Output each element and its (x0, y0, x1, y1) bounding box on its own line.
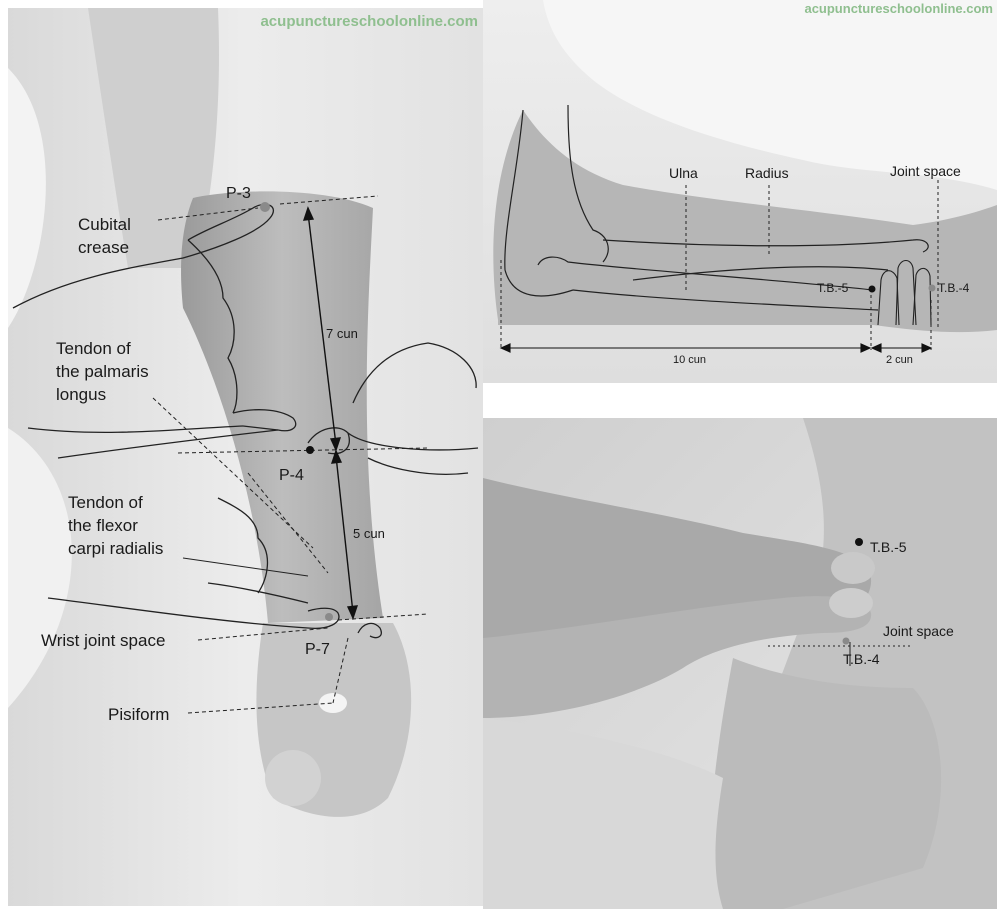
patient-hand (710, 658, 941, 909)
label-joint-space: Joint space (883, 623, 954, 639)
label-5-cun: 5 cun (353, 526, 385, 541)
watermark-left: acupunctureschoolonline.com (260, 13, 478, 30)
label-radius: Radius (745, 165, 789, 181)
label-pisiform: Pisiform (108, 705, 169, 724)
point-tb5-marker (855, 538, 863, 546)
point-p3-marker (260, 202, 270, 212)
label-flexor-1: Tendon of (68, 493, 143, 512)
label-p7: P-7 (305, 641, 330, 658)
label-p3: P-3 (226, 185, 251, 202)
label-joint-space: Joint space (890, 163, 961, 179)
label-wrist-joint: Wrist joint space (41, 631, 165, 650)
top-right-panel-svg: Ulna Radius Joint space T.B.-5 T.B.-4 10… (483, 0, 997, 383)
point-p4-marker (306, 446, 314, 454)
label-10-cun: 10 cun (673, 354, 706, 366)
label-palmaris-3: longus (56, 385, 106, 404)
fingernail-2 (829, 588, 873, 618)
point-tb4-marker (929, 285, 936, 292)
watermark-right: acupunctureschoolonline.com (804, 1, 993, 16)
label-tb5: T.B.-5 (817, 281, 849, 295)
label-flexor-2: the flexor (68, 516, 138, 535)
label-flexor-3: carpi radialis (68, 539, 163, 558)
point-tb4-marker (843, 638, 850, 645)
label-cubital-1: Cubital (78, 215, 131, 234)
label-7-cun: 7 cun (326, 326, 358, 341)
top-right-panel-forearm-lateral: Ulna Radius Joint space T.B.-5 T.B.-4 10… (483, 0, 997, 383)
left-panel-svg: P-3 P-4 P-7 Cubital crease Tendon of the… (8, 8, 483, 906)
label-cubital-2: crease (78, 238, 129, 257)
bottom-right-panel-hand-photo: T.B.-5 Joint space T.B.-4 (483, 418, 997, 909)
bottom-right-panel-svg: T.B.-5 Joint space T.B.-4 (483, 418, 997, 909)
label-tb5: T.B.-5 (870, 539, 907, 555)
label-palmaris-1: Tendon of (56, 339, 131, 358)
left-panel-forearm-anterior: P-3 P-4 P-7 Cubital crease Tendon of the… (8, 8, 483, 906)
label-p4: P-4 (279, 467, 304, 484)
point-tb5-marker (869, 286, 876, 293)
label-tb4: T.B.-4 (843, 651, 880, 667)
fingernail-1 (831, 552, 875, 584)
label-palmaris-2: the palmaris (56, 362, 149, 381)
thumb (265, 750, 321, 806)
label-tb4: T.B.-4 (938, 281, 970, 295)
label-2-cun: 2 cun (886, 354, 913, 366)
point-p7-marker (325, 613, 333, 621)
label-ulna: Ulna (669, 165, 698, 181)
